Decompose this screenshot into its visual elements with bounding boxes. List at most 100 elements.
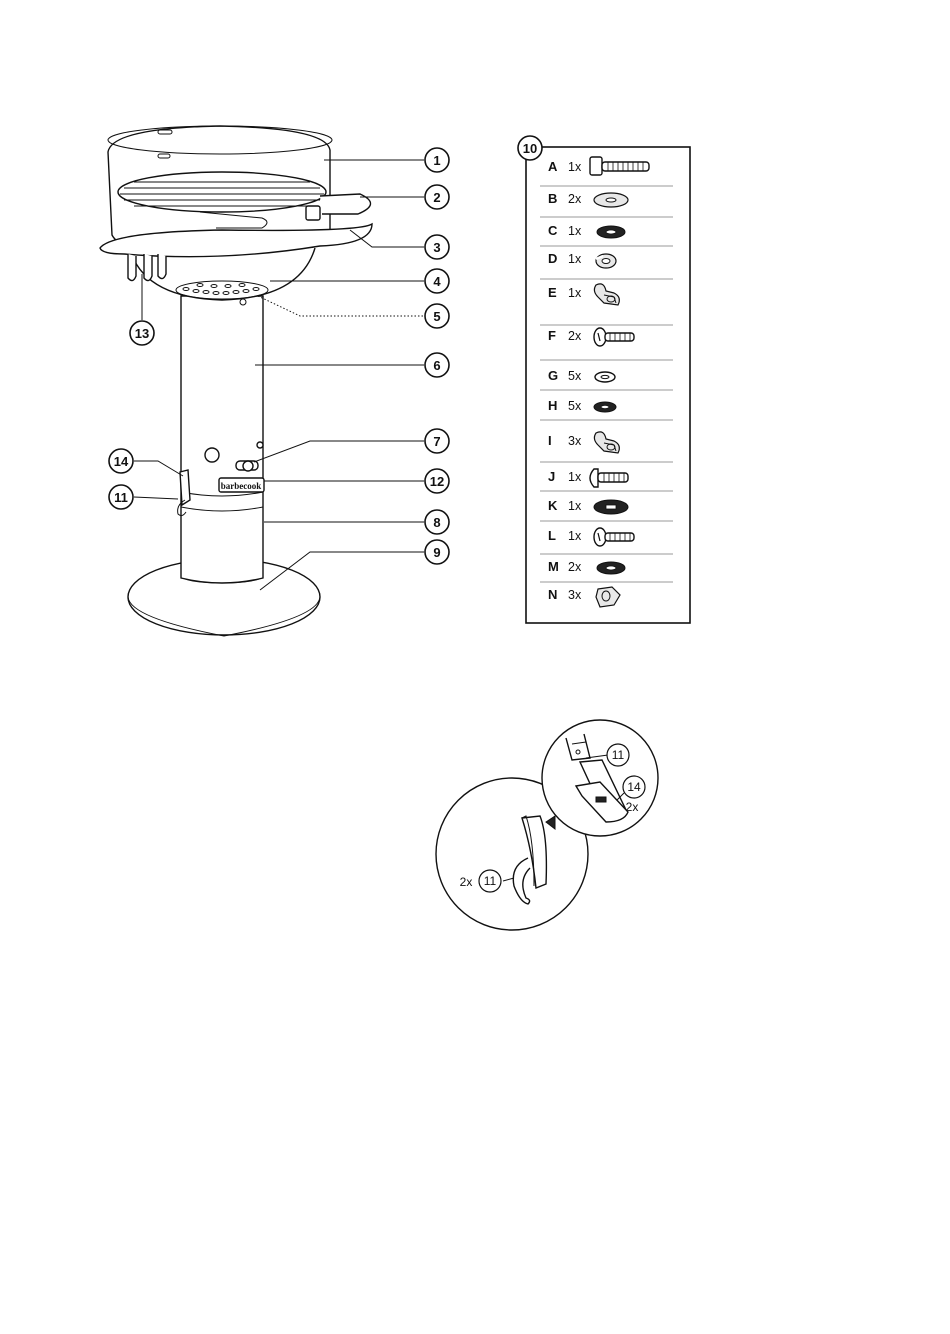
vent-holes <box>182 283 260 295</box>
callout-12: 12 <box>424 468 450 494</box>
hex-bolt-icon <box>589 156 650 176</box>
svg-text:11: 11 <box>484 874 497 888</box>
part-letter: J <box>548 469 555 484</box>
flat-washer-icon <box>593 192 629 208</box>
rubber-washer-icon <box>596 561 626 575</box>
part-qty: 1x <box>568 286 582 300</box>
cap-nut-icon <box>595 586 621 608</box>
parts-row-m: M 2x <box>548 559 626 575</box>
grill-grate <box>117 171 372 229</box>
part-qty: 2x <box>568 192 582 206</box>
svg-text:13: 13 <box>135 326 149 341</box>
parts-row-h: H 5x <box>548 398 617 413</box>
svg-text:3: 3 <box>433 240 440 255</box>
svg-text:6: 6 <box>433 358 440 373</box>
part-qty: 1x <box>568 499 582 513</box>
svg-text:11: 11 <box>612 748 625 762</box>
inset-hook-callout: 11 <box>606 743 630 767</box>
callout-4: 4 <box>424 268 450 294</box>
callout-11: 11 <box>108 484 134 510</box>
part-qty: 3x <box>568 434 582 448</box>
parts-row-n: N 3x <box>548 586 621 608</box>
callout-8: 8 <box>424 509 450 535</box>
column: barbecook <box>177 295 265 584</box>
hook-qty: 2x <box>460 875 473 889</box>
callout-14: 14 <box>108 448 134 474</box>
detail-view: 2x 11 11 14 2x <box>435 719 659 931</box>
part-qty: 1x <box>568 470 582 484</box>
hook-callout: 11 <box>478 869 502 893</box>
part-letter: I <box>548 433 552 448</box>
spring-washer-icon <box>595 253 617 269</box>
small-washer-icon <box>594 371 616 383</box>
parts-row-k: K 1x <box>548 498 629 515</box>
callout-10: 10 <box>517 135 543 161</box>
pan-head-screw-icon <box>593 327 635 347</box>
part-letter: A <box>548 159 558 174</box>
callout-1: 1 <box>424 147 450 173</box>
part-qty: 3x <box>568 588 582 602</box>
svg-text:12: 12 <box>430 474 444 489</box>
callout-6: 6 <box>424 352 450 378</box>
part-qty: 5x <box>568 399 582 413</box>
pan-head-screw-icon <box>593 527 635 547</box>
part-qty: 2x <box>568 560 582 574</box>
square-hole-washer-icon <box>593 499 629 515</box>
part-letter: N <box>548 587 557 602</box>
parts-row-c: C 1x <box>548 223 626 239</box>
detail-inset: 11 14 2x <box>541 719 659 837</box>
callout-2: 2 <box>424 184 450 210</box>
part-letter: M <box>548 559 559 574</box>
barbecue-illustration: barbecook <box>99 125 373 637</box>
part-letter: F <box>548 328 556 343</box>
parts-row-l: L 1x <box>548 527 635 547</box>
small-rubber-washer-icon <box>593 401 617 413</box>
callout-5: 5 <box>424 303 450 329</box>
part-qty: 1x <box>568 160 582 174</box>
svg-text:10: 10 <box>523 141 537 156</box>
callout-7: 7 <box>424 428 450 454</box>
svg-text:14: 14 <box>114 454 129 469</box>
part-letter: G <box>548 368 558 383</box>
parts-row-g: G 5x <box>548 368 616 383</box>
svg-text:11: 11 <box>114 490 128 505</box>
inset-clip-qty: 2x <box>626 800 639 814</box>
part-letter: D <box>548 251 557 266</box>
callout-13: 13 <box>129 320 155 346</box>
callout-leaders <box>133 159 424 591</box>
brand-label: barbecook <box>221 481 262 491</box>
part-letter: L <box>548 528 556 543</box>
part-qty: 1x <box>568 224 582 238</box>
parts-row-i: I 3x <box>548 431 620 454</box>
callout-9: 9 <box>424 539 450 565</box>
inset-clip-callout: 14 <box>622 775 646 799</box>
part-letter: E <box>548 285 557 300</box>
svg-text:4: 4 <box>433 274 441 289</box>
svg-text:7: 7 <box>433 434 440 449</box>
svg-text:14: 14 <box>627 780 641 794</box>
part-qty: 1x <box>568 529 582 543</box>
part-letter: H <box>548 398 557 413</box>
svg-text:5: 5 <box>433 309 440 324</box>
parts-row-a: A 1x <box>548 156 650 176</box>
tool-hooks <box>127 254 167 282</box>
callout-3: 3 <box>424 234 450 260</box>
wing-nut-icon <box>593 431 620 454</box>
svg-text:8: 8 <box>433 515 440 530</box>
parts-row-e: E 1x <box>548 283 620 306</box>
carriage-bolt-icon <box>589 468 629 488</box>
svg-text:9: 9 <box>433 545 440 560</box>
svg-text:1: 1 <box>433 153 440 168</box>
part-qty: 5x <box>568 369 582 383</box>
wing-nut-icon <box>593 283 620 306</box>
part-letter: K <box>548 498 558 513</box>
part-letter: C <box>548 223 558 238</box>
parts-row-j: J 1x <box>548 468 629 488</box>
svg-text:2: 2 <box>433 190 440 205</box>
rubber-washer-icon <box>596 225 626 239</box>
